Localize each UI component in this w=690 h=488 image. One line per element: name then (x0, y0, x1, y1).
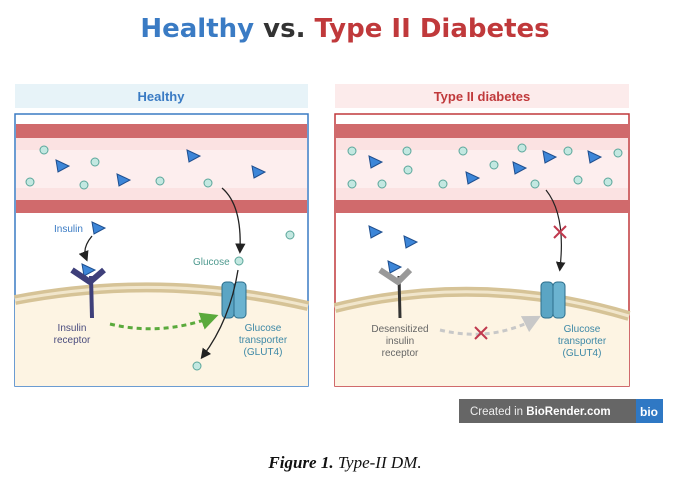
healthy-header: Healthy (138, 89, 186, 104)
diabetes-header-bg (335, 84, 629, 108)
blocked-x-icon (553, 225, 567, 239)
signal-arrow (109, 312, 219, 331)
diabetes-header: Type II diabetes (434, 89, 531, 104)
healthy-header-bg (15, 84, 308, 108)
glucose-label: Glucose (193, 257, 230, 268)
biorender-watermark[interactable]: Created in BioRender.com bio (459, 399, 663, 423)
insulin-receptor (70, 267, 106, 319)
desensitized-receptor (378, 267, 413, 319)
figure-title: Healthy vs. Type II Diabetes (140, 14, 550, 44)
glut4-transporter (540, 281, 566, 319)
svg-text:Created in BioRender.com: Created in BioRender.com (470, 406, 611, 418)
bio-badge: bio (640, 405, 658, 419)
blocked-signal-x-icon (474, 326, 488, 340)
figure-caption: Figure 1. Type-II DM. (268, 453, 422, 472)
insulin-label: Insulin (54, 224, 83, 235)
